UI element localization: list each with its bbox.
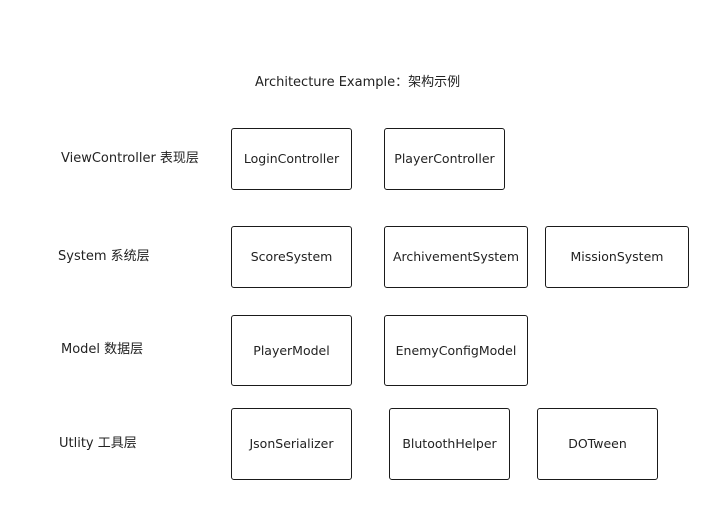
archivement-system-box: ArchivementSystem xyxy=(384,226,528,288)
box-label: BlutoothHelper xyxy=(402,436,497,451)
box-label: ArchivementSystem xyxy=(392,249,520,264)
player-controller-box: PlayerController xyxy=(384,128,505,190)
box-label: LoginController xyxy=(243,151,340,166)
enemy-config-model-box: EnemyConfigModel xyxy=(384,315,528,386)
diagram-title: Architecture Example：架构示例 xyxy=(255,75,461,90)
dotween-box: DOTween xyxy=(537,408,658,480)
player-model-box: PlayerModel xyxy=(231,315,352,386)
mission-system-box: MissionSystem xyxy=(545,226,689,288)
box-label: JsonSerializer xyxy=(249,436,334,451)
blutooth-helper-box: BlutoothHelper xyxy=(389,408,510,480)
layer-label-viewcontroller: ViewController 表现层 xyxy=(61,151,199,166)
box-label: PlayerModel xyxy=(253,342,330,358)
box-label: PlayerController xyxy=(394,151,495,166)
box-label: ScoreSystem xyxy=(250,249,333,264)
layer-label-utility: Utlity 工具层 xyxy=(59,436,137,451)
layer-label-system: System 系统层 xyxy=(58,249,150,264)
score-system-box: ScoreSystem xyxy=(231,226,352,288)
box-label: EnemyConfigModel xyxy=(395,342,517,358)
layer-label-model: Model 数据层 xyxy=(61,342,144,357)
json-serializer-box: JsonSerializer xyxy=(231,408,352,480)
box-label: DOTween xyxy=(568,436,627,451)
login-controller-box: LoginController xyxy=(231,128,352,190)
box-label: MissionSystem xyxy=(570,249,664,264)
